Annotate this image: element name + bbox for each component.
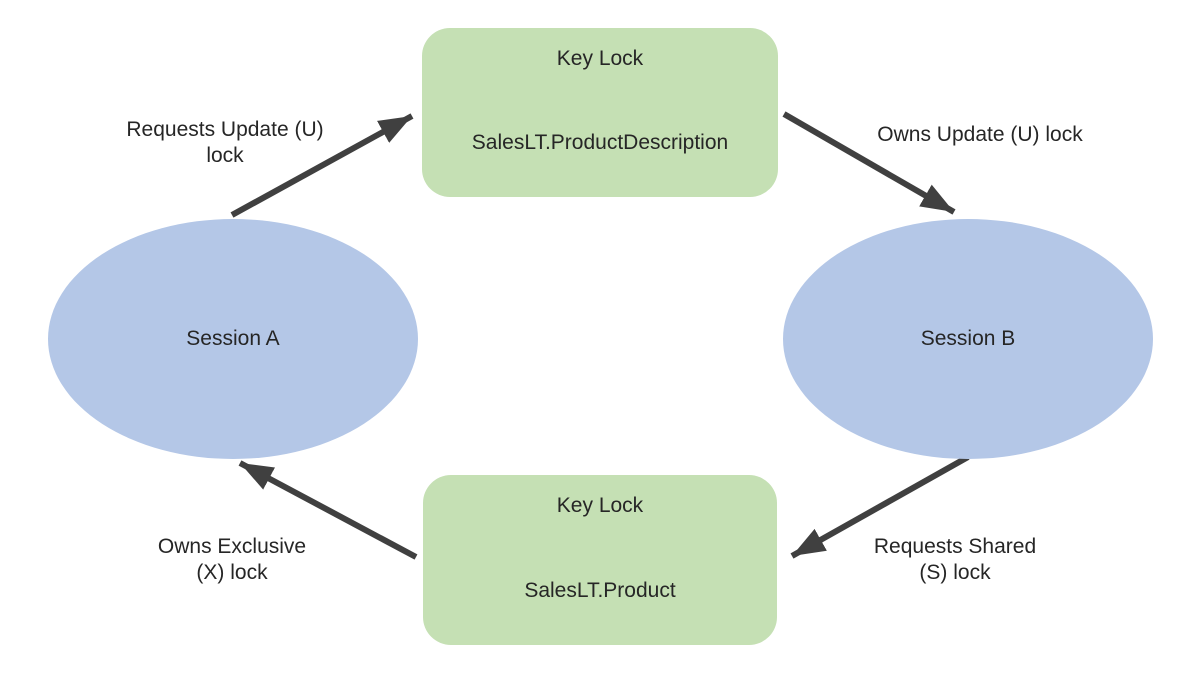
edge-label-requests-shared-s: Requests Shared (S) lock xyxy=(873,535,1037,584)
session-label: Session B xyxy=(920,327,1016,350)
edge-label-requests-update-u: Requests Update (U) lock xyxy=(126,118,324,167)
resource-table-name: SalesLT.ProductDescription xyxy=(471,131,729,154)
session-label: Session A xyxy=(186,327,280,350)
resource-node-product-description: Key Lock SalesLT.ProductDescription xyxy=(422,28,778,197)
resource-table-name: SalesLT.Product xyxy=(524,579,676,602)
edge-label-owns-exclusive-x: Owns Exclusive (X) lock xyxy=(157,535,307,584)
session-node-b: Session B xyxy=(783,219,1153,459)
resource-lock-type: Key Lock xyxy=(556,494,644,517)
resource-lock-type: Key Lock xyxy=(556,47,644,70)
resource-node-product: Key Lock SalesLT.Product xyxy=(423,475,777,645)
session-node-a: Session A xyxy=(48,219,418,459)
edge-label-owns-update-u: Owns Update (U) lock xyxy=(877,123,1083,146)
